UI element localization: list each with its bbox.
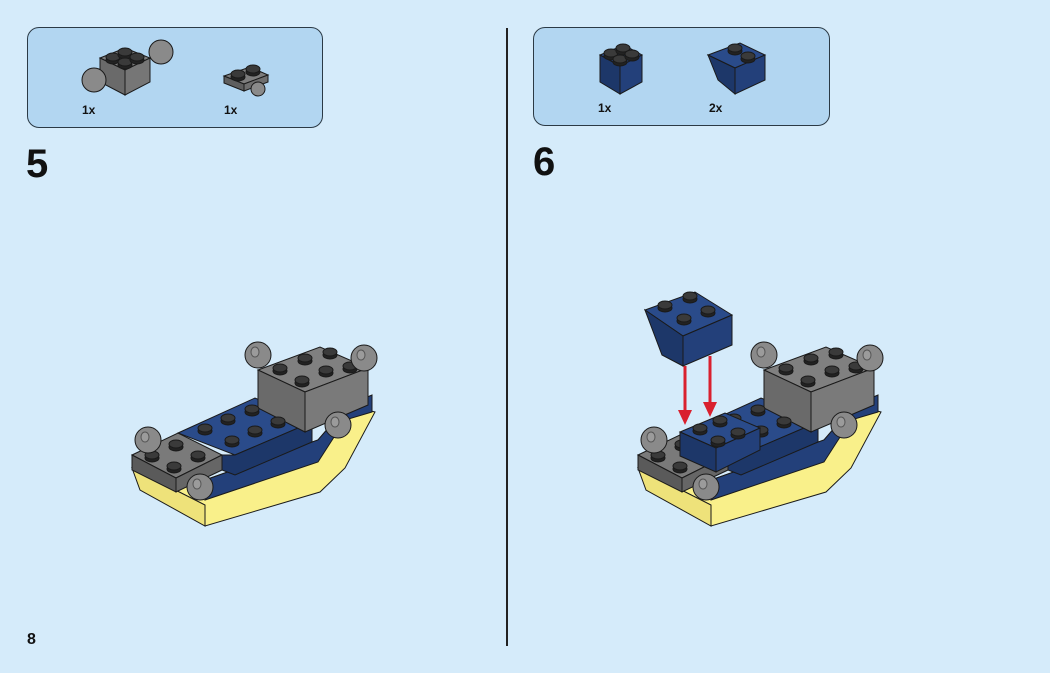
step-number: 6 — [533, 140, 556, 184]
part-qty: 1x — [82, 103, 96, 117]
blue-slope-part — [643, 291, 734, 367]
placement-arrows — [678, 356, 717, 425]
part-qty: 1x — [598, 101, 612, 115]
step-5-parts-callout — [27, 27, 323, 128]
page-divider — [506, 28, 508, 646]
part-qty: 1x — [224, 103, 238, 117]
step-5-model — [132, 342, 377, 526]
page-number: 8 — [27, 631, 36, 648]
step-number: 5 — [26, 142, 49, 186]
part-gray-plate-with-ball — [222, 64, 270, 97]
part-blue-inverted-slope — [706, 42, 767, 96]
part-qty: 2x — [709, 101, 723, 115]
part-gray-brick-with-balls — [81, 39, 174, 96]
part-blue-brick — [598, 43, 644, 95]
step-6-model — [638, 342, 883, 526]
step-6-parts-callout — [533, 27, 830, 126]
